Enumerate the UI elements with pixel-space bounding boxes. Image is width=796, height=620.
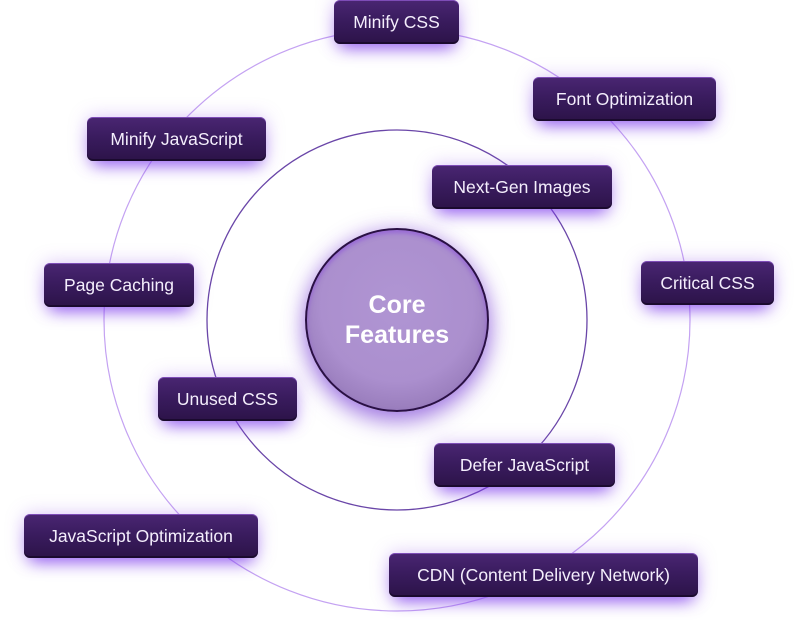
core-features-label-line1: Core <box>368 291 426 319</box>
core-features-node[interactable]: Core Features <box>305 228 489 412</box>
feature-minify-javascript[interactable]: Minify JavaScript <box>87 117 266 161</box>
inner-orbit-ring <box>206 129 588 511</box>
feature-font-optimization[interactable]: Font Optimization <box>533 77 716 121</box>
feature-page-caching[interactable]: Page Caching <box>44 263 194 307</box>
feature-unused-css[interactable]: Unused CSS <box>158 377 297 421</box>
feature-cdn[interactable]: CDN (Content Delivery Network) <box>389 553 698 597</box>
core-features-label-line2: Features <box>344 321 450 349</box>
feature-minify-css[interactable]: Minify CSS <box>334 0 459 44</box>
feature-defer-javascript[interactable]: Defer JavaScript <box>434 443 615 487</box>
feature-next-gen-images[interactable]: Next-Gen Images <box>432 165 612 209</box>
feature-critical-css[interactable]: Critical CSS <box>641 261 774 305</box>
feature-javascript-optimization[interactable]: JavaScript Optimization <box>24 514 258 558</box>
